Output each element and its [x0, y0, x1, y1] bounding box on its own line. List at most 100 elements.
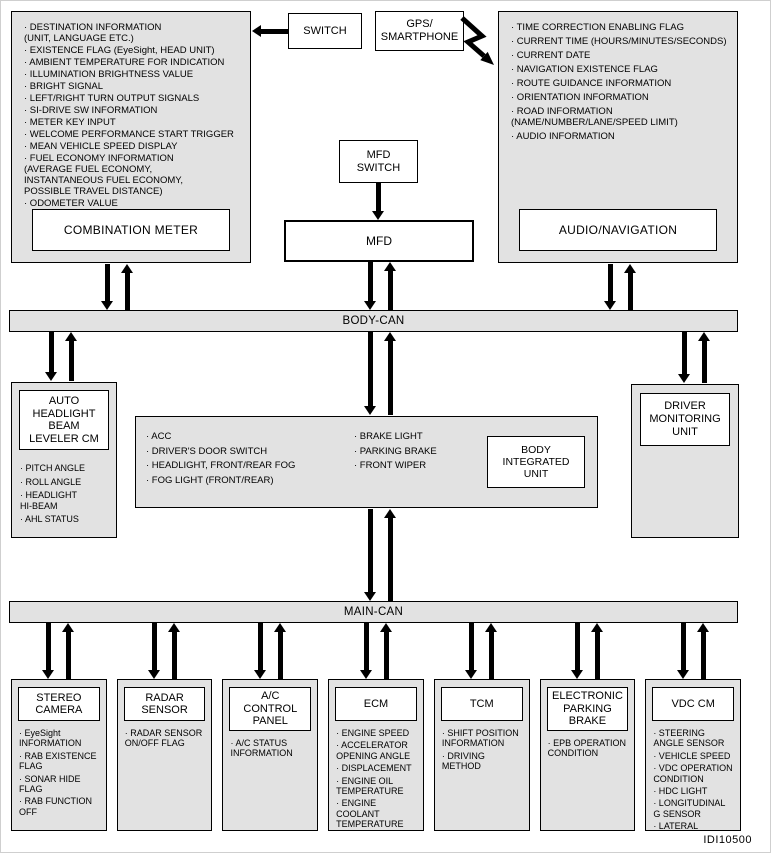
bullet-item: · DESTINATION INFORMATION (UNIT, LANGUAG… — [24, 22, 162, 44]
bullet-item: · WELCOME PERFORMANCE START TRIGGER — [24, 129, 234, 140]
mfd-label: MFD — [366, 233, 392, 248]
bullet-item: · LONGITUDINAL G SENSOR — [653, 798, 726, 819]
cell-stereo-camera: STEREO CAMERA · EyeSight INFORMATION· RA… — [11, 623, 107, 831]
ecm-box: ECM · ENGINE SPEED · ACCELERATOR OPENING … — [328, 679, 424, 831]
main-can-label: MAIN-CAN — [343, 606, 404, 618]
arrows-maincan-tcm-icon — [465, 623, 498, 679]
tcm-box: TCM · SHIFT POSITION INFORMATION· DRIVIN… — [433, 679, 530, 831]
arrows-maincan-vdc-icon — [676, 623, 710, 679]
cell-electronic-parking-brake: ELECTRONIC PARKING BRAKE · EPB OPERATION… — [539, 623, 636, 831]
mfd-box: MFD — [284, 220, 474, 262]
bullet-item: · CURRENT DATE — [511, 50, 591, 61]
bullet-item: · FRONT WIPER — [354, 460, 427, 471]
cell-radar-sensor: RADAR SENSOR · RADAR SENSOR ON/OFF FLAG — [116, 623, 213, 831]
body-can-bus: BODY-CAN — [9, 310, 738, 332]
vdc-cm-list: · STEERING ANGLE SENSOR· VEHICLE SPEED· … — [646, 726, 740, 830]
radar-sensor-list: · RADAR SENSOR ON/OFF FLAG — [118, 726, 212, 749]
bullet-item: · PITCH ANGLE — [20, 463, 86, 473]
bullet-item: · METER KEY INPUT — [24, 117, 116, 128]
bullet-item: · RAB EXISTENCE FLAG — [19, 750, 97, 772]
switch-box: SWITCH — [288, 13, 362, 49]
bullet-item: · VEHICLE SPEED — [653, 750, 731, 761]
audio-navigation-box: · TIME CORRECTION ENABLING FLAG· CURRENT… — [498, 11, 738, 263]
ac-control-panel-list: · A/C STATUS INFORMATION — [223, 736, 317, 759]
driver-monitoring-unit-box: DRIVER MONITORING UNIT — [631, 384, 739, 538]
bullet-item: · NAVIGATION EXISTENCE FLAG — [511, 64, 658, 75]
cell-vdc-cm: VDC CM · STEERING ANGLE SENSOR· VEHICLE … — [645, 623, 742, 831]
bullet-item: · FUEL ECONOMY INFORMATION (AVERAGE FUEL… — [24, 153, 184, 197]
bullet-item: · ROLL ANGLE — [20, 476, 82, 487]
bullet-item: · DISPLACEMENT — [336, 763, 412, 774]
vdc-cm-box: VDC CM · STEERING ANGLE SENSOR· VEHICLE … — [645, 679, 742, 831]
ac-control-panel-box: A/C CONTROL PANEL · A/C STATUS INFORMATI… — [222, 679, 319, 831]
switch-label: SWITCH — [303, 24, 347, 37]
body-integrated-unit-title: BODY INTEGRATED UNIT — [487, 436, 585, 488]
bullet-item: · CURRENT TIME (HOURS/MINUTES/SECONDS) — [511, 36, 727, 47]
cell-ac-control-panel: A/C CONTROL PANEL · A/C STATUS INFORMATI… — [222, 623, 319, 831]
audio-navigation-title: AUDIO/NAVIGATION — [519, 209, 717, 251]
bullet-item: · DRIVER'S DOOR SWITCH — [146, 445, 268, 457]
cell-ecm: ECM · ENGINE SPEED · ACCELERATOR OPENING … — [328, 623, 424, 831]
body-can-label: BODY-CAN — [342, 315, 405, 327]
bullet-item: · ROAD INFORMATION (NAME/NUMBER/LANE/SPE… — [511, 106, 678, 128]
stereo-camera-list: · EyeSight INFORMATION· RAB EXISTENCE FL… — [12, 726, 106, 817]
arrows-maincan-stereo-camera-icon — [42, 623, 75, 679]
mfd-switch-box: MFD SWITCH — [339, 140, 418, 183]
bullet-item: · ACC — [146, 431, 172, 442]
bullet-item: · SHIFT POSITION INFORMATION — [441, 728, 519, 749]
bullet-item: · VDC OPERATION CONDITION — [653, 763, 733, 784]
arrows-maincan-epb-icon — [570, 623, 604, 679]
driver-monitoring-unit-title: DRIVER MONITORING UNIT — [640, 393, 730, 446]
ac-control-panel-title: A/C CONTROL PANEL — [229, 687, 312, 731]
arrow-mfdswitch-to-mfd-icon — [372, 183, 385, 220]
auto-headlight-leveler-title: AUTO HEADLIGHT BEAM LEVELER CM — [19, 390, 109, 450]
bullet-item: · SI-DRIVE SW INFORMATION — [24, 105, 158, 116]
arrows-meter-bodycan-icon — [101, 264, 134, 310]
bullet-item: · MEAN VEHICLE SPEED DISPLAY — [24, 141, 178, 152]
bullet-item: · PARKING BRAKE — [354, 445, 437, 457]
bullet-item: · EPB OPERATION CONDITION — [547, 737, 626, 758]
vdc-cm-title: VDC CM — [652, 687, 735, 721]
bullet-item: · EyeSight INFORMATION — [19, 728, 82, 749]
arrows-mfd-bodycan-icon — [364, 262, 397, 310]
arrows-bodycan-ahl-icon — [45, 332, 78, 381]
arrows-bodycan-biu-icon — [364, 332, 397, 415]
arrows-bodycan-dmu-icon — [678, 332, 711, 383]
ecm-title: ECM — [335, 687, 417, 721]
bullet-item: · LEFT/RIGHT TURN OUTPUT SIGNALS — [24, 93, 200, 104]
electronic-parking-brake-box: ELECTRONIC PARKING BRAKE · EPB OPERATION… — [539, 679, 636, 831]
bullet-item: · ENGINE COOLANT TEMPERATURE — [336, 798, 404, 830]
cell-tcm: TCM · SHIFT POSITION INFORMATION· DRIVIN… — [433, 623, 530, 831]
bullet-item: · ILLUMINATION BRIGHTNESS VALUE — [24, 69, 194, 80]
radar-sensor-title: RADAR SENSOR — [123, 687, 206, 721]
arrows-audionav-bodycan-icon — [604, 264, 637, 310]
arrows-maincan-ecm-icon — [359, 623, 393, 679]
electronic-parking-brake-list: · EPB OPERATION CONDITION — [541, 736, 635, 759]
bullet-item: · FOG LIGHT (FRONT/REAR) — [146, 474, 274, 486]
auto-headlight-leveler-box: AUTO HEADLIGHT BEAM LEVELER CM · PITCH A… — [11, 382, 117, 538]
bullet-item: · EXISTENCE FLAG (EyeSight, HEAD UNIT) — [24, 45, 215, 56]
bullet-item: · AHL STATUS — [20, 514, 79, 524]
auto-headlight-leveler-list: · PITCH ANGLE · ROLL ANGLE · HEADLIGHT HI-… — [12, 457, 116, 525]
bullet-item: · ENGINE SPEED — [336, 728, 410, 738]
bullet-item: · ROUTE GUIDANCE INFORMATION — [511, 78, 672, 89]
radar-sensor-box: RADAR SENSOR · RADAR SENSOR ON/OFF FLAG — [116, 679, 213, 831]
bottom-node-row: STEREO CAMERA · EyeSight INFORMATION· RA… — [11, 623, 742, 831]
bullet-item: · ORIENTATION INFORMATION — [511, 92, 649, 103]
bullet-item: · AMBIENT TEMPERATURE FOR INDICATION — [24, 57, 225, 68]
bullet-item: · ODOMETER VALUE — [24, 198, 118, 209]
bullet-item: · ENGINE OIL TEMPERATURE — [336, 775, 404, 797]
ecm-list: · ENGINE SPEED · ACCELERATOR OPENING ANGL… — [329, 726, 423, 830]
stereo-camera-title: STEREO CAMERA — [18, 687, 100, 721]
bullet-item: · AUDIO INFORMATION — [511, 131, 615, 142]
bullet-item: · ACCELERATOR OPENING ANGLE — [336, 740, 411, 761]
bullet-item: · BRAKE LIGHT — [354, 431, 423, 442]
body-integrated-unit-box: · ACC· DRIVER'S DOOR SWITCH· HEADLIGHT, … — [135, 416, 598, 508]
bullet-item: · HEADLIGHT HI-BEAM — [20, 490, 78, 511]
arrow-switch-to-meter-icon — [252, 25, 288, 38]
main-can-bus: MAIN-CAN — [9, 601, 738, 623]
arrows-maincan-ac-panel-icon — [253, 623, 287, 679]
bullet-item: · RAB FUNCTION OFF — [19, 796, 92, 817]
gps-smartphone-box: GPS/ SMARTPHONE — [375, 11, 464, 51]
